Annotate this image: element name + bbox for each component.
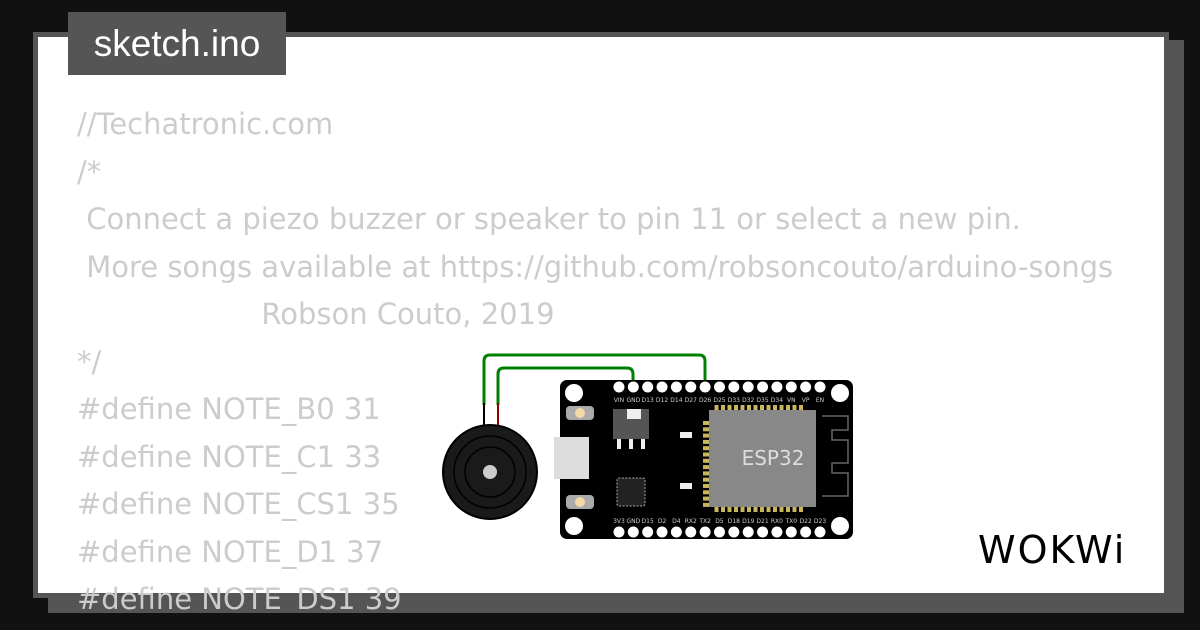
pin-label: VIN — [614, 397, 624, 404]
pin-label: D13 — [642, 397, 654, 404]
pin-label: VN — [787, 397, 796, 404]
pin-label: D5 — [715, 518, 724, 525]
code-line: #define NOTE_C1 33 — [77, 439, 382, 474]
pin-left[interactable] — [800, 381, 812, 393]
pin-label: D21 — [756, 518, 768, 525]
pin-label: D32 — [742, 397, 754, 404]
code-line: //Techatronic.com — [77, 107, 334, 141]
pin-label: TX0 — [784, 518, 797, 525]
code-editor: //Techatronic.com /* Connect a piezo buzz… — [38, 37, 1132, 613]
pin-right[interactable] — [771, 526, 783, 538]
pin-label: D25 — [713, 397, 725, 404]
pin-label: EN — [816, 397, 824, 404]
code-line: More songs available at https://github.c… — [77, 249, 1114, 284]
pin-left[interactable] — [627, 381, 639, 393]
pin-label: D12 — [656, 397, 668, 404]
wire-d26 — [482, 353, 707, 405]
pin-label: VP — [802, 397, 810, 404]
code-line: #define NOTE_CS1 35 — [77, 487, 400, 521]
code-line: #define NOTE_B0 31 — [77, 392, 381, 426]
pin-left[interactable] — [814, 381, 826, 393]
pin-left[interactable] — [713, 381, 725, 393]
code-line: Robson Couto, 2019 — [77, 297, 555, 331]
pin-left[interactable] — [757, 381, 769, 393]
pin-right[interactable] — [757, 526, 769, 538]
pin-label: D19 — [742, 518, 754, 525]
pin-right[interactable] — [656, 526, 668, 538]
pin-left[interactable] — [685, 381, 697, 393]
pin-right[interactable] — [699, 526, 711, 538]
pin-right[interactable] — [728, 526, 740, 538]
code-line: #define NOTE_D1 37 — [77, 534, 384, 569]
pin-label: D33 — [728, 397, 740, 404]
pin-left[interactable] — [642, 381, 654, 393]
pin-label: D4 — [672, 518, 681, 525]
pin-right[interactable] — [713, 526, 725, 538]
pin-label: D35 — [756, 397, 768, 404]
pin-right[interactable] — [670, 526, 682, 538]
pin-label: D34 — [771, 397, 783, 404]
pin-left[interactable] — [728, 381, 740, 393]
pin-left[interactable] — [785, 381, 797, 393]
pin-label: D14 — [670, 397, 682, 404]
pin-left[interactable] — [742, 381, 754, 393]
pin-left[interactable] — [771, 381, 783, 393]
code-line: /* — [77, 154, 102, 189]
file-tab[interactable]: sketch.ino — [68, 12, 286, 75]
wokwi-logo: WOKWi — [978, 528, 1127, 572]
pin-label: D26 — [699, 397, 711, 404]
pin-label: GND — [626, 518, 640, 525]
pin-left[interactable] — [656, 381, 668, 393]
code-line: #define NOTE_DS1 39 — [77, 582, 402, 613]
code-line: */ — [77, 344, 102, 379]
chip-label: ESP32 — [742, 446, 805, 470]
pin-label: D18 — [728, 518, 740, 525]
pin-right[interactable] — [627, 526, 639, 538]
pin-right[interactable] — [800, 526, 812, 538]
pin-left[interactable] — [670, 381, 682, 393]
pin-label: RX0 — [771, 518, 783, 525]
pin-label: D2 — [658, 518, 667, 525]
pin-right[interactable] — [642, 526, 654, 538]
pin-label: 3V3 — [613, 518, 625, 525]
pin-label: D22 — [800, 518, 812, 525]
pin-right[interactable] — [613, 526, 625, 538]
pin-right[interactable] — [685, 526, 697, 538]
pin-right[interactable] — [814, 526, 826, 538]
piezo-buzzer[interactable] — [442, 403, 538, 520]
pin-label: D23 — [814, 518, 826, 525]
pin-label: GND — [626, 397, 640, 404]
esp32-board[interactable]: ESP32 END23VPD22VNTX0D34RX0D35D21D32D19D… — [554, 380, 853, 539]
code-line: Connect a piezo buzzer or speaker to pin… — [77, 202, 1021, 236]
pin-label: D27 — [685, 397, 697, 404]
pin-label: TX2 — [698, 518, 711, 525]
pin-right[interactable] — [785, 526, 797, 538]
wire-gnd — [496, 366, 635, 405]
pin-left[interactable] — [699, 381, 711, 393]
pin-label: RX2 — [685, 518, 697, 525]
pin-right[interactable] — [742, 526, 754, 538]
pin-left[interactable] — [613, 381, 625, 393]
pin-label: D15 — [642, 518, 654, 525]
